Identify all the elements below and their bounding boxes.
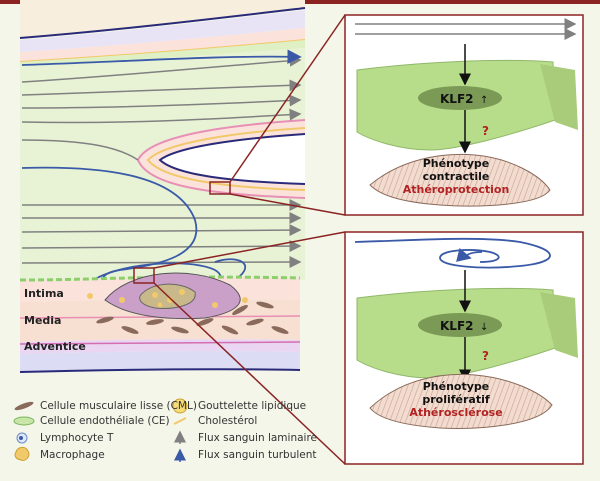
layer-label-intima: Intima: [24, 287, 64, 300]
bottom-question-mark: ?: [482, 349, 489, 363]
top-question-mark: ?: [482, 124, 489, 138]
bottom-phenotype-line1: Phénotype: [423, 380, 490, 393]
lipid-droplet-icon: [172, 398, 188, 414]
bottom-klf2-label: KLF2: [440, 319, 474, 333]
legend-icons: [13, 398, 188, 462]
cml-icon: [14, 401, 34, 411]
legend-lipid: Gouttelette lipidique: [198, 400, 307, 412]
endothelial-cell-icon: [13, 416, 35, 426]
top-phenotype-line2: contractile: [423, 170, 490, 183]
top-phenotype-line1: Phénotype: [423, 157, 490, 170]
panel-bottom: KLF2 ↓ ? Phénotype prolifératif Athérosc…: [344, 231, 584, 465]
legend-ce: Cellule endothéliale (CE): [40, 415, 170, 427]
legend-cholesterol: Cholestérol: [198, 415, 258, 427]
bottom-outcome: Athérosclérose: [409, 406, 502, 419]
bottom-phenotype-line2: prolifératif: [422, 393, 490, 406]
layer-label-media: Media: [24, 314, 61, 327]
top-klf2-label: KLF2: [440, 92, 474, 106]
zoom-connectors: [153, 14, 346, 465]
legend-turbulent: Flux sanguin turbulent: [198, 449, 317, 461]
cholesterol-icon: [173, 417, 187, 425]
legend-lymphocyte: Lymphocyte T: [40, 432, 114, 444]
legend-cml: Cellule musculaire lisse (CML): [40, 400, 197, 412]
media-smooth-muscle-cells: [96, 301, 289, 335]
laminar-flow-arrows: [21, 54, 302, 269]
panel-top: KLF2 ↑ ? Phénotype contractile Athéropro…: [344, 14, 584, 216]
layer-label-adventice: Adventice: [24, 340, 86, 353]
upper-vessel-wall: [19, 0, 306, 66]
legend-laminar: Flux sanguin laminaire: [198, 432, 318, 444]
macrophage-icon: [14, 446, 30, 461]
legend-right: Gouttelette lipidique Cholestérol Flux s…: [198, 400, 317, 462]
top-outcome: Athéroprotection: [403, 183, 510, 196]
legend-left: Cellule musculaire lisse (CML) Cellule e…: [40, 400, 197, 462]
top-klf2-up-arrow: ↑: [480, 95, 488, 106]
legend-macrophage: Macrophage: [40, 449, 105, 461]
bottom-klf2-down-arrow: ↓: [480, 322, 488, 333]
bifurcation: [136, 119, 306, 199]
